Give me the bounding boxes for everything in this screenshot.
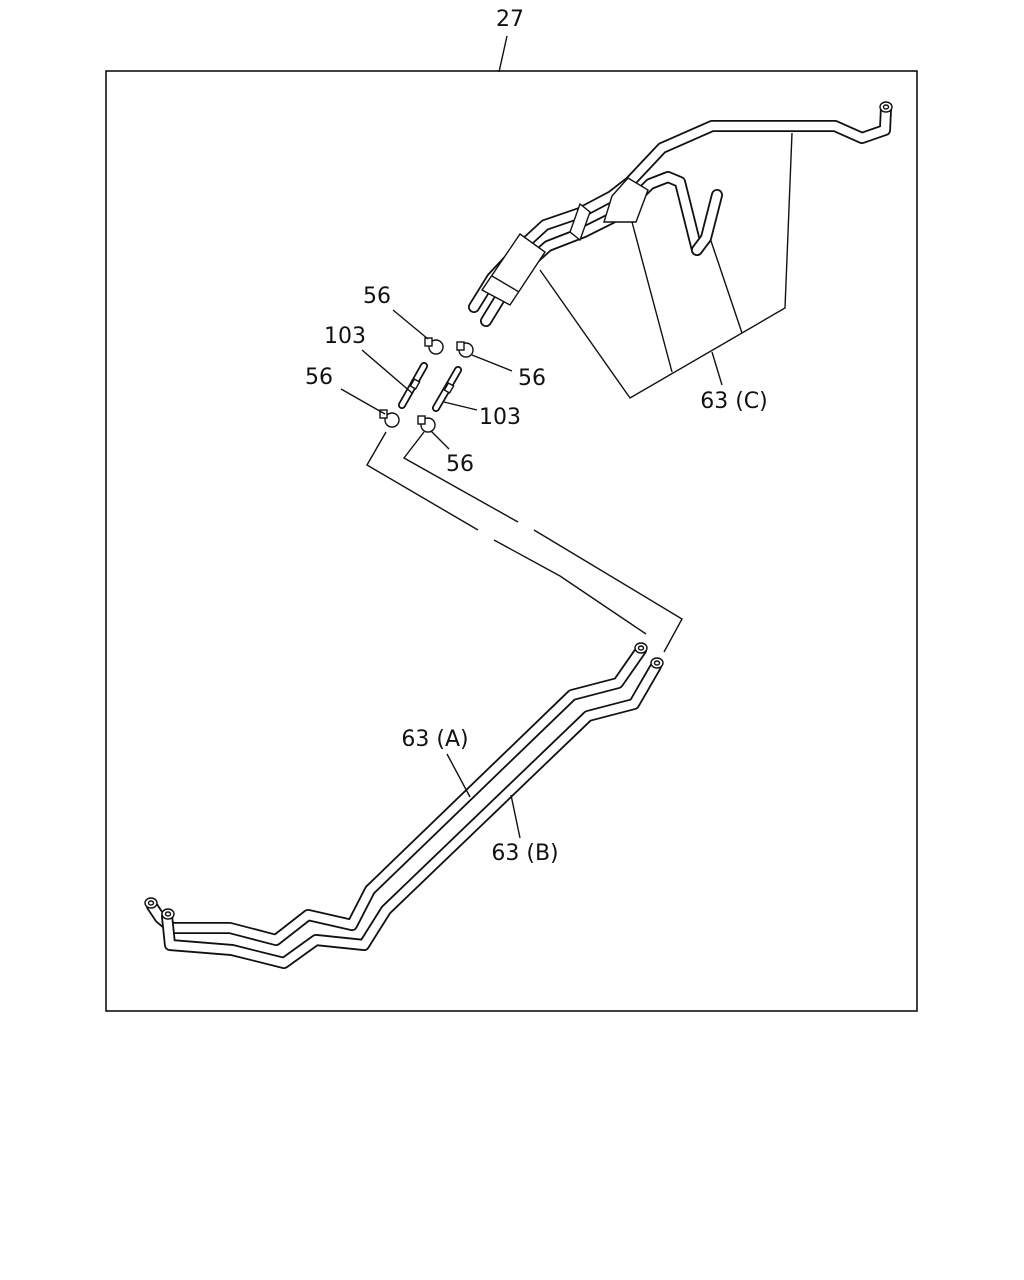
leader-joint-left [361,349,413,394]
callout-clip-bottom-left: 56 [305,365,333,390]
leader-clip-top-right [471,354,513,372]
leader-pipe-b [510,794,521,839]
callout-pipe-c: 63 (C) [700,389,768,414]
clip-bottom-left-part [379,409,400,428]
callout-joint-right: 103 [479,405,521,430]
clip-bottom-right-part [417,415,436,433]
assembly-number-leader [498,35,508,73]
joint-left-part [398,362,428,409]
callout-clip-bottom-right: 56 [446,452,474,477]
leader-joint-right [443,401,478,411]
leader-clip-bottom-left [340,388,386,415]
leader-pipe-c [711,351,723,386]
pipe-c-assembly [468,101,893,399]
leader-pipe-a [446,753,471,798]
leader-clip-bottom-right [430,430,450,450]
callout-clip-top-right: 56 [518,366,546,391]
clip-top-left-part [424,337,444,355]
callout-clip-top-left: 56 [363,284,391,309]
callout-pipe-b: 63 (B) [491,841,558,866]
diagram-frame [105,70,918,1012]
pipe-a-b-assembly [144,431,683,969]
callout-pipe-a: 63 (A) [401,727,468,752]
joint-right-part [432,366,462,412]
clip-top-right-part [456,341,474,358]
assembly-number-label: 27 [496,7,524,32]
callout-joint-left: 103 [324,324,366,349]
leader-clip-top-left [392,309,429,340]
